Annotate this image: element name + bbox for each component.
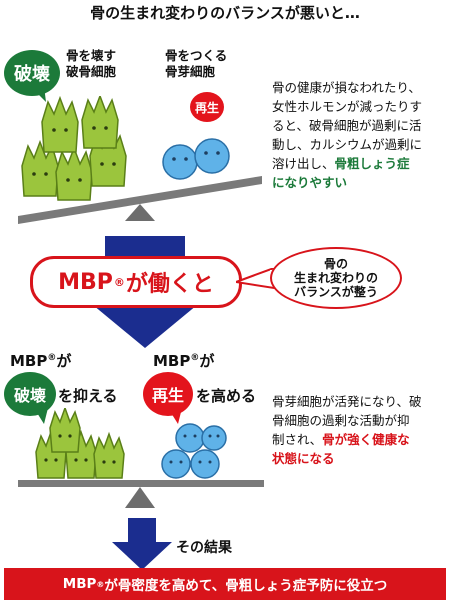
top-paragraph-line4: 動し、カルシウムが過剰に: [272, 137, 423, 152]
osteoblast-label-line1: 骨をつくる: [165, 48, 228, 63]
top-paragraph-line3: ると、破骨細胞が過剰に活: [272, 118, 422, 133]
mbp-left-name: MBP: [10, 352, 48, 370]
osteoclast-cluster-top: [21, 96, 127, 201]
down-arrow-result: [112, 518, 172, 570]
bubble-line2: 生まれ変わりの: [293, 271, 378, 285]
regen-badge-bottom: 再生: [143, 372, 193, 416]
bottom-paragraph-line1: 骨芽細胞が活発になり、破: [272, 394, 422, 409]
badge-tail-green-bottom: [34, 408, 48, 424]
osteoclast-label: 骨を壊す 破骨細胞: [66, 48, 116, 80]
regen-badge-top: 再生: [190, 92, 224, 122]
bubble-line3: バランスが整う: [294, 285, 378, 299]
mbp-right-suffix: が: [199, 352, 215, 370]
bottom-paragraph: 骨芽細胞が活発になり、破 骨細胞の過剰な活動が抑 制され、骨が強く健康な 状態に…: [272, 392, 448, 468]
destroy-badge-top: 破壊: [4, 50, 60, 96]
bottom-highlight-state: 状態になる: [272, 451, 335, 466]
mbp-registered-mark: ®: [113, 275, 125, 289]
mbp-action-text: が働くと: [125, 272, 214, 297]
seesaw-board-bottom: [18, 480, 264, 487]
seesaw-top: [18, 96, 262, 224]
bottom-paragraph-line2: 骨細胞の過剰な活動が抑: [272, 413, 410, 428]
top-paragraph-line5: 溶け出し、: [272, 156, 335, 171]
bottom-highlight-strong: 骨が強く健康な: [322, 432, 410, 447]
osteoclast-label-line2: 破骨細胞: [66, 64, 117, 79]
osteoblast-cluster-bottom: [161, 423, 227, 479]
balance-bubble: 骨の 生まれ変わりの バランスが整う: [270, 247, 402, 309]
osteoclast-label-line1: 骨を壊す: [66, 48, 117, 63]
osteoclast-cluster-bottom: [35, 408, 125, 479]
page-title: 骨の生まれ変わりのバランスが悪いと…: [90, 4, 360, 22]
bottom-paragraph-line3: 制され、: [272, 432, 323, 447]
result-label: その結果: [176, 540, 232, 556]
conclusion-bar: MBP®が骨密度を高めて、骨粗しょう症予防に役立つ: [4, 568, 446, 600]
fulcrum-top: [125, 204, 155, 221]
osteoblast-label-line2: 骨芽細胞: [165, 64, 216, 79]
osteoblast-faces-bottom: [169, 434, 220, 464]
top-highlight-likely: になりやすい: [272, 175, 348, 190]
osteoblast-cluster-top: [162, 138, 230, 180]
mbp-label-left: MBP®が: [10, 350, 71, 371]
mbp-left-suffix: が: [56, 352, 72, 370]
top-highlight-osteoporosis: 骨粗しょう症: [334, 156, 410, 171]
top-paragraph: 骨の健康が損なわれたり、 女性ホルモンが減ったりす ると、破骨細胞が過剰に活 動…: [272, 78, 447, 192]
mbp-right-name: MBP: [153, 352, 191, 370]
action-increase: を高める: [196, 387, 257, 405]
conclusion-text: が骨密度を高めて、骨粗しょう症予防に役立つ: [104, 578, 388, 594]
osteoclast-faces-top: [32, 126, 116, 182]
mbp-right-reg: ®: [190, 353, 200, 363]
seesaw-bottom: [18, 408, 264, 508]
osteoclast-faces-bottom: [44, 434, 116, 464]
badge-tail-green: [30, 86, 46, 102]
osteoblast-label: 骨をつくる 骨芽細胞: [165, 48, 227, 80]
top-paragraph-line1: 骨の健康が損なわれたり、: [272, 80, 421, 95]
badge-tail-red-bottom: [168, 408, 182, 424]
bubble-line1: 骨の: [323, 257, 348, 271]
action-suppress: を抑える: [58, 387, 118, 405]
seesaw-board-top: [18, 176, 262, 224]
conclusion-reg: ®: [96, 579, 105, 589]
conclusion-mbp: MBP: [62, 576, 97, 592]
top-paragraph-line2: 女性ホルモンが減ったりす: [272, 99, 423, 114]
mbp-label-right: MBP®が: [153, 350, 214, 371]
mbp-name: MBP: [58, 269, 113, 295]
mbp-left-reg: ®: [47, 353, 57, 363]
mbp-works-pill: MBP®が働くと: [30, 256, 242, 308]
osteoblast-faces-top: [172, 151, 220, 161]
fulcrum-bottom: [125, 487, 155, 508]
destroy-badge-bottom: 破壊: [4, 372, 56, 416]
